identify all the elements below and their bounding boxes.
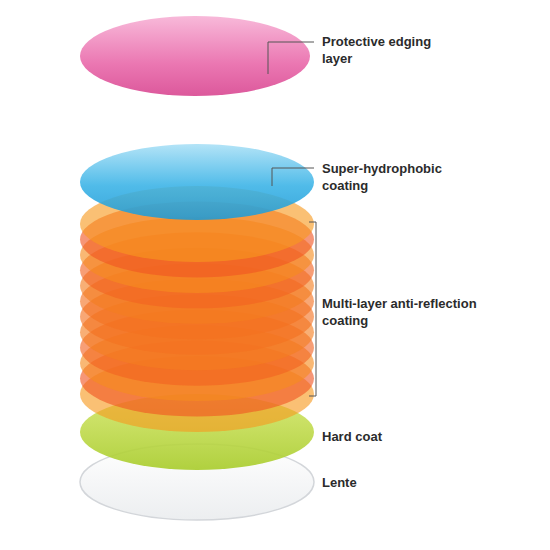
- bracket: [309, 222, 316, 396]
- layer-label: Hard coat: [322, 428, 472, 445]
- layer-label: Protective edging layer: [322, 33, 432, 67]
- leader-line: [272, 168, 314, 186]
- hydrophobic-disc: [80, 144, 314, 220]
- layer-label: Lente: [322, 474, 472, 491]
- anti-reflection-stack: [80, 186, 314, 432]
- leader-line: [268, 42, 314, 74]
- layer-label: Super-hydrophobic coating: [322, 160, 472, 194]
- layer-label: Multi-layer anti-reflection coating: [322, 295, 512, 329]
- edging-disc: [80, 16, 310, 96]
